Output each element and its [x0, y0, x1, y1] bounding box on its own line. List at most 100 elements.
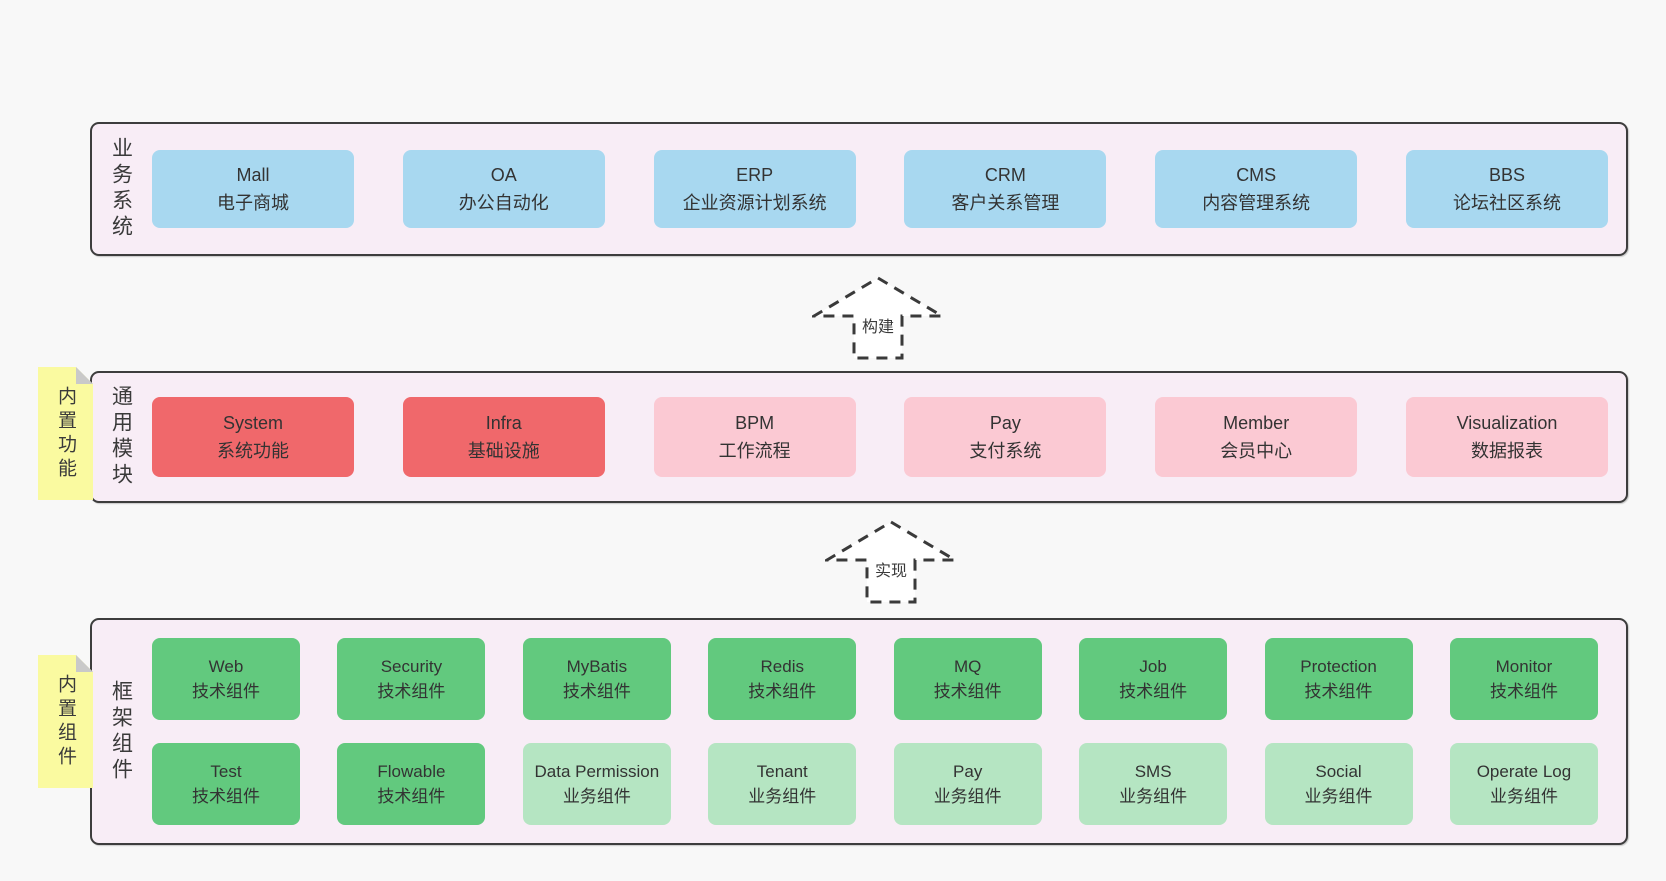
box-subtitle: 技术组件 [933, 682, 1002, 701]
box-title: Pay [953, 762, 983, 781]
box-title: Redis [760, 657, 804, 676]
box-subtitle: 技术组件 [377, 787, 446, 806]
module-box-infra: Infra 基础设施 [402, 397, 605, 477]
box-title: Data Permission [534, 762, 660, 781]
layer-label: 框架组件 [109, 679, 133, 784]
box-subtitle: 技术组件 [377, 682, 446, 701]
box-title: Social [1315, 762, 1362, 781]
box-title: Security [380, 657, 443, 676]
box-title: OA [490, 165, 517, 185]
module-box-web: Web 技术组件 [152, 638, 300, 720]
box-subtitle: 数据报表 [1470, 441, 1543, 461]
module-box-mall: Mall 电子商城 [152, 150, 354, 228]
box-title: System [222, 413, 283, 433]
box-subtitle: 技术组件 [748, 682, 817, 701]
box-subtitle: 业务组件 [1119, 787, 1188, 806]
box-subtitle: 技术组件 [192, 787, 260, 806]
box-subtitle: 业务组件 [748, 787, 817, 806]
box-subtitle: 业务组件 [1489, 787, 1558, 806]
arrow-label: 构建 [859, 313, 897, 337]
module-box-mq: MQ 技术组件 [893, 638, 1042, 720]
box-title: Test [210, 762, 242, 781]
layer-label-container: 框架组件 [92, 620, 150, 843]
box-subtitle: 技术组件 [1304, 682, 1373, 701]
sticky-note-label: 内置组件 [55, 673, 76, 770]
arrow-build: 构建 [812, 276, 944, 360]
module-box-test: Test 技术组件 [152, 743, 300, 825]
box-subtitle: 业务组件 [562, 787, 631, 806]
box-subtitle: 业务组件 [933, 787, 1002, 806]
box-title: Mall [236, 165, 270, 185]
box-subtitle: 基础设施 [467, 441, 540, 461]
box-subtitle: 电子商城 [217, 193, 289, 213]
box-title: Tenant [756, 762, 808, 781]
module-box-pay: Pay 业务组件 [893, 743, 1042, 825]
sticky-note-builtin-components: 内置组件 [38, 655, 93, 788]
module-box-operate-log: Operate Log 业务组件 [1449, 743, 1598, 825]
module-box-oa: OA 办公自动化 [402, 150, 605, 228]
box-subtitle: 企业资源计划系统 [682, 193, 827, 213]
box-subtitle: 业务组件 [1304, 787, 1373, 806]
box-subtitle: 客户关系管理 [951, 193, 1060, 213]
module-box-erp: ERP 企业资源计划系统 [653, 150, 856, 228]
box-title: Member [1223, 413, 1290, 433]
module-box-mybatis: MyBatis 技术组件 [522, 638, 671, 720]
box-title: MyBatis [566, 657, 628, 676]
module-box-sms: SMS 业务组件 [1079, 743, 1228, 825]
box-subtitle: 办公自动化 [458, 193, 549, 213]
layer-label: 业务系统 [109, 137, 133, 241]
box-title: MQ [953, 657, 982, 676]
box-subtitle: 技术组件 [1119, 682, 1188, 701]
box-subtitle: 内容管理系统 [1202, 193, 1311, 213]
layer-label: 通用模块 [109, 385, 133, 489]
box-subtitle: 支付系统 [969, 441, 1042, 461]
box-subtitle: 技术组件 [562, 682, 631, 701]
module-box-social: Social 业务组件 [1264, 743, 1413, 825]
module-box-member: Member 会员中心 [1155, 397, 1358, 477]
sticky-note-label: 内置功能 [55, 385, 76, 482]
module-box-flowable: Flowable 技术组件 [337, 743, 486, 825]
module-box-bbs: BBS 论坛社区系统 [1405, 150, 1608, 228]
box-title: BBS [1488, 165, 1525, 185]
layer-framework-components: 框架组件 Web 技术组件 Security 技术组件 MyBatis 技术组件 Redis… [90, 618, 1628, 845]
box-title: Protection [1300, 657, 1377, 676]
box-title: Flowable [377, 762, 446, 781]
box-title: Visualization [1456, 413, 1558, 433]
module-box-cms: CMS 内容管理系统 [1155, 150, 1358, 228]
layer-label-container: 业务系统 [92, 124, 150, 254]
module-box-tenant: Tenant 业务组件 [708, 743, 857, 825]
box-subtitle: 系统功能 [217, 441, 289, 461]
box-title: Web [208, 657, 244, 676]
box-title: CRM [984, 165, 1026, 185]
box-title: SMS [1134, 762, 1172, 781]
box-subtitle: 技术组件 [192, 682, 260, 701]
module-box-data-permission: Data Permission 业务组件 [522, 743, 671, 825]
box-subtitle: 论坛社区系统 [1452, 193, 1561, 213]
box-title: Job [1139, 657, 1167, 676]
module-box-security: Security 技术组件 [337, 638, 486, 720]
box-title: Operate Log [1476, 762, 1572, 781]
module-box-job: Job 技术组件 [1079, 638, 1228, 720]
box-row: Mall 电子商城 OA 办公自动化 ERP 企业资源计划系统 CRM 客户关系管理 CMS 内容… [152, 150, 1608, 228]
module-box-crm: CRM 客户关系管理 [904, 150, 1107, 228]
box-title: Infra [485, 413, 522, 433]
box-title: BPM [735, 413, 775, 433]
box-title: ERP [736, 165, 774, 185]
sticky-note-builtin-features: 内置功能 [38, 367, 93, 500]
box-subtitle: 工作流程 [718, 441, 791, 461]
box-subtitle: 会员中心 [1220, 441, 1293, 461]
module-box-visualization: Visualization 数据报表 [1405, 397, 1608, 477]
arrow-implement: 实现 [825, 520, 957, 604]
module-box-bpm: BPM 工作流程 [653, 397, 856, 477]
layer-business-systems: 业务系统 Mall 电子商城 OA 办公自动化 ERP 企业资源计划系统 CRM 客户关系管理… [90, 122, 1628, 256]
arrow-label: 实现 [872, 557, 910, 581]
module-box-system: System 系统功能 [152, 397, 354, 477]
box-title: CMS [1236, 165, 1277, 185]
